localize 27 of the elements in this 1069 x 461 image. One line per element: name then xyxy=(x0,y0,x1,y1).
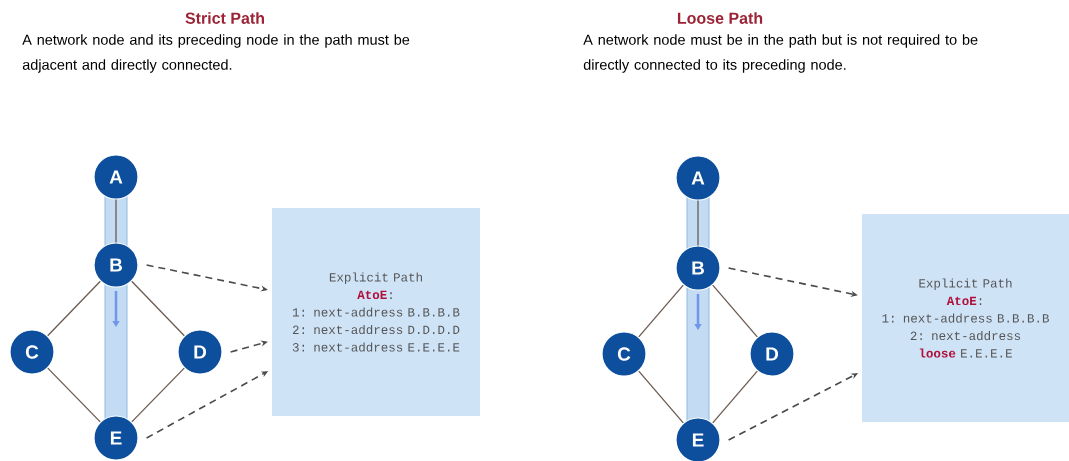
link-line xyxy=(131,280,185,337)
link-line xyxy=(697,199,699,247)
network-node: B xyxy=(675,245,721,291)
heading: Loose Path xyxy=(677,12,763,24)
link-line xyxy=(638,370,684,424)
network-node: C xyxy=(9,329,55,375)
link-line xyxy=(115,198,117,244)
network-node: D xyxy=(177,329,223,375)
network-node: E xyxy=(93,415,139,461)
explicit-path-box: Explicit Path AtoE: 1: next-address B.B.B.B 2: next-address D.D.D.D 3: next-address E.E.E.E xyxy=(272,208,480,416)
link-line xyxy=(47,280,101,337)
link-line xyxy=(131,367,185,423)
network-node: D xyxy=(749,331,795,377)
network-node: E xyxy=(675,417,721,461)
heading: Strict Path xyxy=(185,12,264,24)
network-node: A xyxy=(93,154,139,200)
link-line xyxy=(638,284,684,338)
network-node: A xyxy=(675,155,721,201)
description: A network node and its preceding node in the path must be adjacent and directly connected. xyxy=(22,34,410,73)
network-node: B xyxy=(93,242,139,288)
link-line xyxy=(712,370,758,424)
link-line xyxy=(47,367,101,423)
description: A network node must be in the path but is not required to be directly connected to its preceding node. xyxy=(583,34,978,73)
explicit-path-box: Explicit Path AtoE: 1: next-address B.B.B.B 2: next-address loose E.E.E.E xyxy=(862,214,1069,422)
network-node: C xyxy=(601,331,647,377)
link-line xyxy=(712,284,758,338)
arrow xyxy=(229,340,268,353)
